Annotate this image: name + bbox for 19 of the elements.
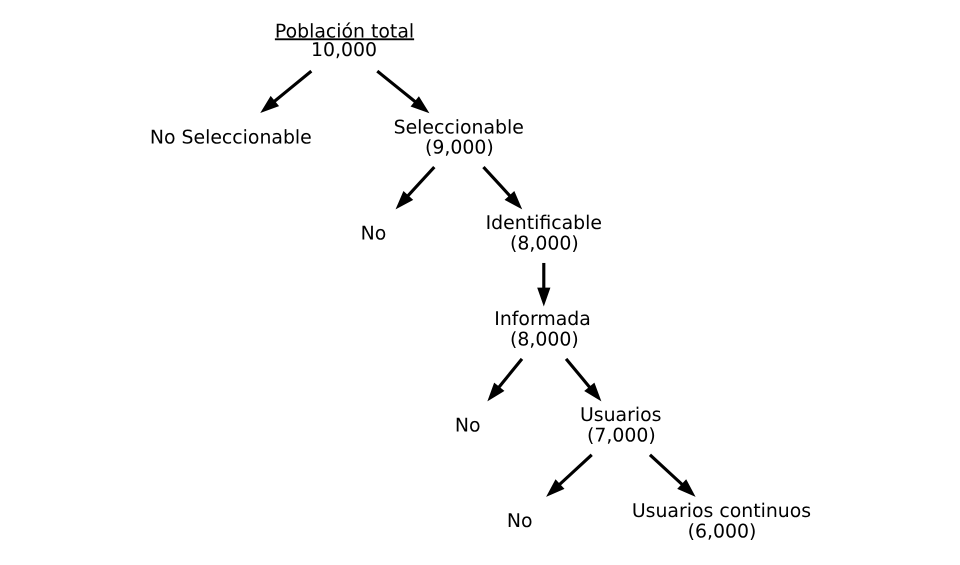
node-text: No Seleccionable xyxy=(149,126,312,148)
node-text: Usuarios (7,000) xyxy=(579,404,661,446)
node-text: Seleccionable (9,000) xyxy=(393,116,524,159)
node-text: No xyxy=(454,414,480,436)
arrow xyxy=(260,70,312,113)
node-text: No xyxy=(360,222,386,244)
arrow xyxy=(648,454,696,497)
arrow xyxy=(486,358,523,402)
node-text: Usuarios continuos (6,000) xyxy=(631,500,811,542)
arrow xyxy=(376,70,429,114)
node-text: Informada (8,000) xyxy=(494,308,590,351)
node-text: Población total 10,000 xyxy=(274,20,414,62)
arrow xyxy=(395,166,435,210)
node-text: No xyxy=(506,510,532,532)
arrow xyxy=(546,454,592,497)
arrow xyxy=(482,166,522,210)
node-text: Identificable (8,000) xyxy=(485,212,602,255)
arrow xyxy=(536,262,550,307)
arrow xyxy=(564,358,601,402)
